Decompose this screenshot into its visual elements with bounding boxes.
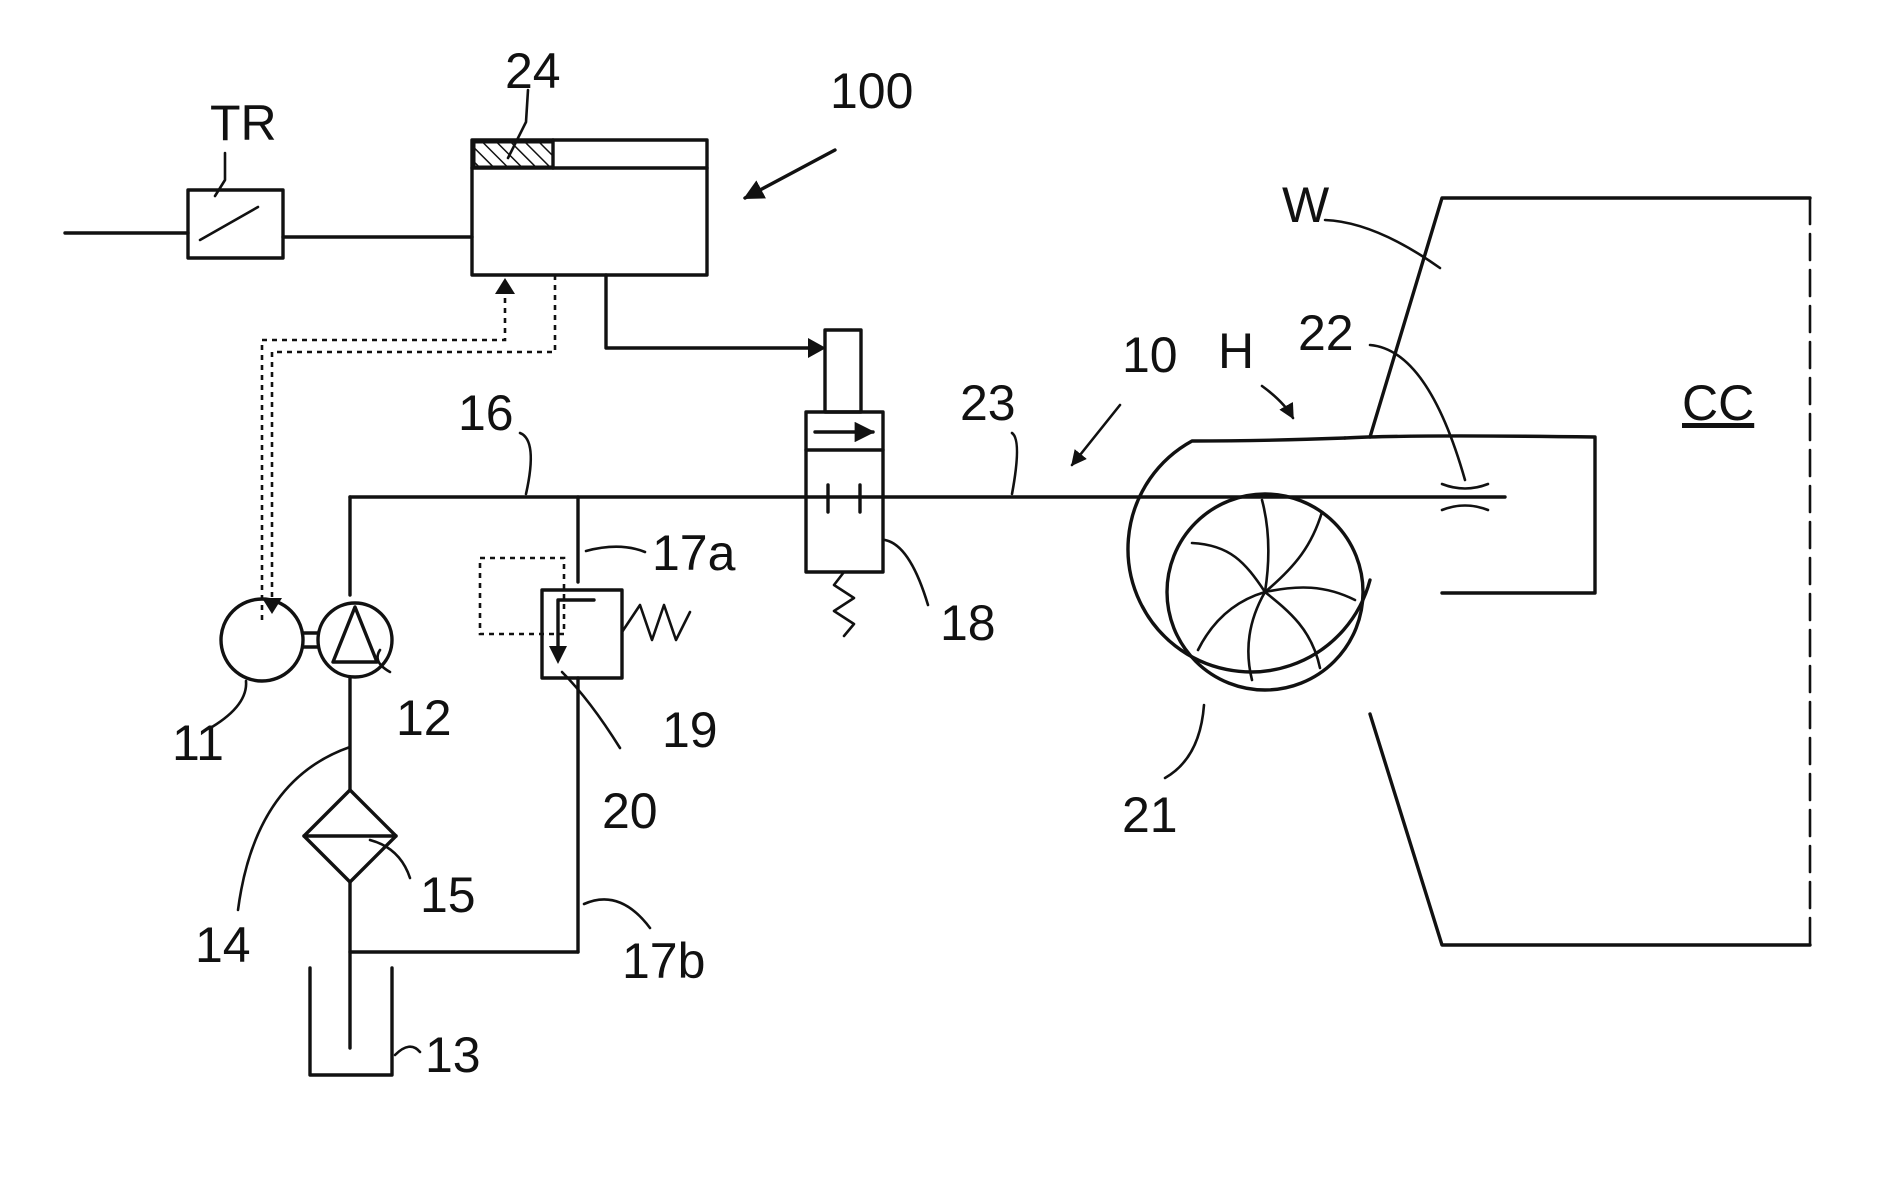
leader-13	[395, 1047, 420, 1055]
label-21: 21	[1122, 787, 1178, 843]
relief-valve-20	[542, 590, 690, 678]
leader-14	[238, 747, 350, 910]
label-w: W	[1282, 177, 1330, 233]
leader-22	[1370, 345, 1465, 480]
pilot-dotted-box	[480, 558, 564, 634]
label-12: 12	[396, 690, 452, 746]
leader-15	[370, 840, 410, 878]
leader-20	[562, 672, 620, 748]
leader-23	[1012, 433, 1017, 494]
leader-18	[885, 540, 928, 605]
label-22: 22	[1298, 305, 1354, 361]
label-h: H	[1218, 323, 1254, 379]
label-11: 11	[172, 715, 224, 771]
label-20: 20	[602, 783, 658, 839]
label-17b: 17b	[622, 933, 705, 989]
transmitter-tr	[188, 190, 283, 258]
leader-16	[520, 433, 531, 494]
motor-11	[221, 599, 303, 681]
spring-19	[622, 605, 690, 640]
leader-17b	[584, 899, 650, 928]
label-24: 24	[505, 43, 561, 99]
leader-10	[1072, 405, 1120, 465]
label-17a: 17a	[652, 525, 736, 581]
leader-17a	[586, 547, 645, 552]
wall-w	[1370, 198, 1810, 945]
leader-h	[1262, 386, 1293, 418]
pointer-arrow-100	[745, 150, 835, 198]
label-tr: TR	[210, 95, 277, 151]
label-14: 14	[195, 917, 251, 973]
label-100: 100	[830, 63, 913, 119]
solenoid-valve-18	[806, 330, 883, 636]
heater-housing-h	[1128, 436, 1595, 672]
fan-21	[1167, 494, 1363, 690]
leader-21	[1165, 705, 1204, 778]
label-19: 19	[662, 702, 718, 758]
label-cc: CC	[1682, 375, 1754, 431]
controller-to-valve-line	[606, 275, 820, 348]
label-13: 13	[425, 1027, 481, 1083]
label-10: 10	[1122, 327, 1178, 383]
controller-unit-100	[472, 140, 707, 275]
label-15: 15	[420, 867, 476, 923]
label-18: 18	[940, 595, 996, 651]
label-16: 16	[458, 385, 514, 441]
dotted-line-to-controller	[262, 290, 505, 620]
label-23: 23	[960, 375, 1016, 431]
